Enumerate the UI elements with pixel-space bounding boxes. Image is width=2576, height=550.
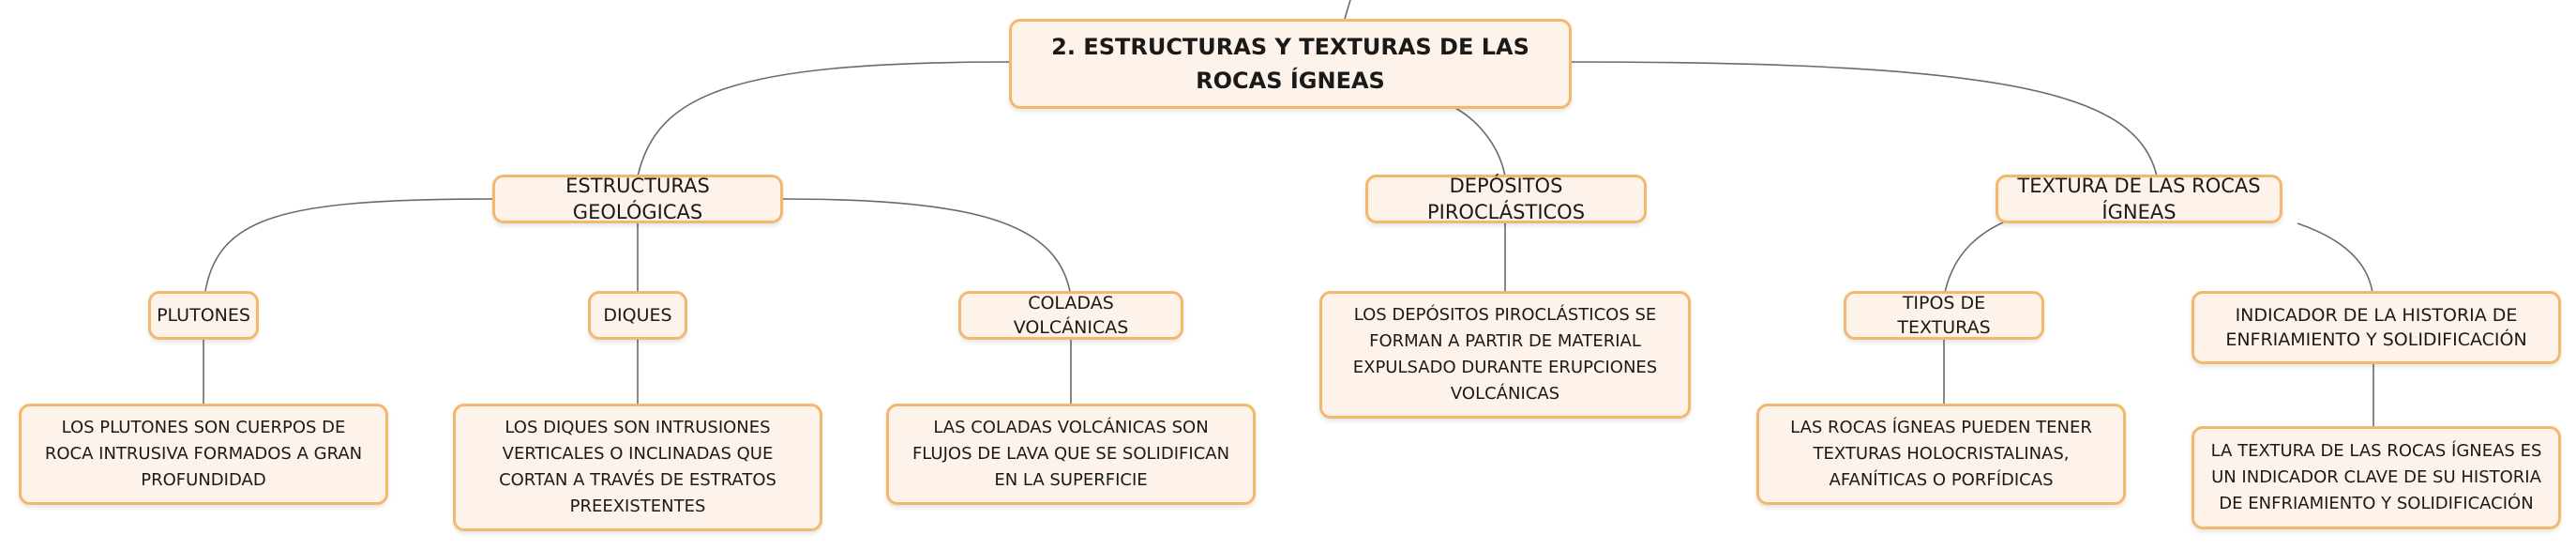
subtopic-coladas-volcanicas[interactable]: COLADAS VOLCÁNICAS — [958, 291, 1183, 340]
topic-textura-rocas-igneas-label: TEXTURA DE LAS ROCAS ÍGNEAS — [2017, 175, 2261, 223]
detail-indicador-historia-text: LA TEXTURA DE LAS ROCAS ÍGNEAS ES UN IND… — [2210, 441, 2542, 513]
connector-root-depositos — [1453, 106, 1506, 177]
subtopic-plutones-label: PLUTONES — [157, 305, 250, 326]
topic-estructuras-geologicas[interactable]: ESTRUCTURAS GEOLÓGICAS — [492, 175, 783, 223]
detail-depositos-piroclasticos[interactable]: LOS DEPÓSITOS PIROCLÁSTICOS SE FORMAN A … — [1319, 291, 1691, 419]
topic-textura-rocas-igneas[interactable]: TEXTURA DE LAS ROCAS ÍGNEAS — [1996, 175, 2282, 223]
connector-estructuras-coladas — [780, 198, 1072, 298]
connector-parent — [1344, 0, 1351, 20]
detail-diques-text: LOS DIQUES SON INTRUSIONES VERTICALES O … — [499, 418, 776, 516]
topic-depositos-piroclasticos-label: DEPÓSITOS PIROCLÁSTICOS — [1426, 175, 1586, 223]
subtopic-tipos-texturas[interactable]: TIPOS DE TEXTURAS — [1844, 291, 2044, 340]
subtopic-indicador-historia-label: INDICADOR DE LA HISTORIA DE ENFRIAMIENTO… — [2225, 305, 2527, 350]
topic-depositos-piroclasticos[interactable]: DEPÓSITOS PIROCLÁSTICOS — [1365, 175, 1647, 223]
detail-depositos-piroclasticos-text: LOS DEPÓSITOS PIROCLÁSTICOS SE FORMAN A … — [1352, 305, 1658, 404]
detail-indicador-historia[interactable]: LA TEXTURA DE LAS ROCAS ÍGNEAS ES UN IND… — [2192, 426, 2561, 529]
detail-tipos-texturas-text: LAS ROCAS ÍGNEAS PUEDEN TENER TEXTURAS H… — [1790, 418, 2092, 490]
connector-root-textura — [1571, 61, 2158, 177]
subtopic-indicador-historia[interactable]: INDICADOR DE LA HISTORIA DE ENFRIAMIENTO… — [2192, 291, 2561, 364]
detail-coladas-volcanicas-text: LAS COLADAS VOLCÁNICAS SON FLUJOS DE LAV… — [911, 418, 1230, 490]
subtopic-plutones[interactable]: PLUTONES — [148, 291, 259, 340]
detail-tipos-texturas[interactable]: LAS ROCAS ÍGNEAS PUEDEN TENER TEXTURAS H… — [1756, 404, 2126, 505]
connector-textura-tipos — [1943, 217, 2015, 298]
connector-estructuras-plutones — [203, 198, 495, 298]
subtopic-diques[interactable]: DIQUES — [588, 291, 687, 340]
detail-plutones-text: LOS PLUTONES SON CUERPOS DE ROCA INTRUSI… — [44, 418, 363, 490]
subtopic-tipos-texturas-label: TIPOS DE TEXTURAS — [1897, 293, 1991, 338]
root-topic-label: 2. ESTRUCTURAS Y TEXTURAS DE LAS ROCAS Í… — [1051, 34, 1529, 94]
subtopic-coladas-volcanicas-label: COLADAS VOLCÁNICAS — [1013, 293, 1129, 338]
root-topic[interactable]: 2. ESTRUCTURAS Y TEXTURAS DE LAS ROCAS Í… — [1009, 19, 1572, 109]
detail-coladas-volcanicas[interactable]: LAS COLADAS VOLCÁNICAS SON FLUJOS DE LAV… — [886, 404, 1256, 505]
connector-root-estructuras — [637, 61, 1010, 177]
connector-textura-indicador — [2297, 222, 2373, 294]
detail-plutones[interactable]: LOS PLUTONES SON CUERPOS DE ROCA INTRUSI… — [19, 404, 388, 505]
detail-diques[interactable]: LOS DIQUES SON INTRUSIONES VERTICALES O … — [453, 404, 822, 531]
subtopic-diques-label: DIQUES — [603, 305, 672, 326]
topic-estructuras-geologicas-label: ESTRUCTURAS GEOLÓGICAS — [565, 175, 710, 223]
